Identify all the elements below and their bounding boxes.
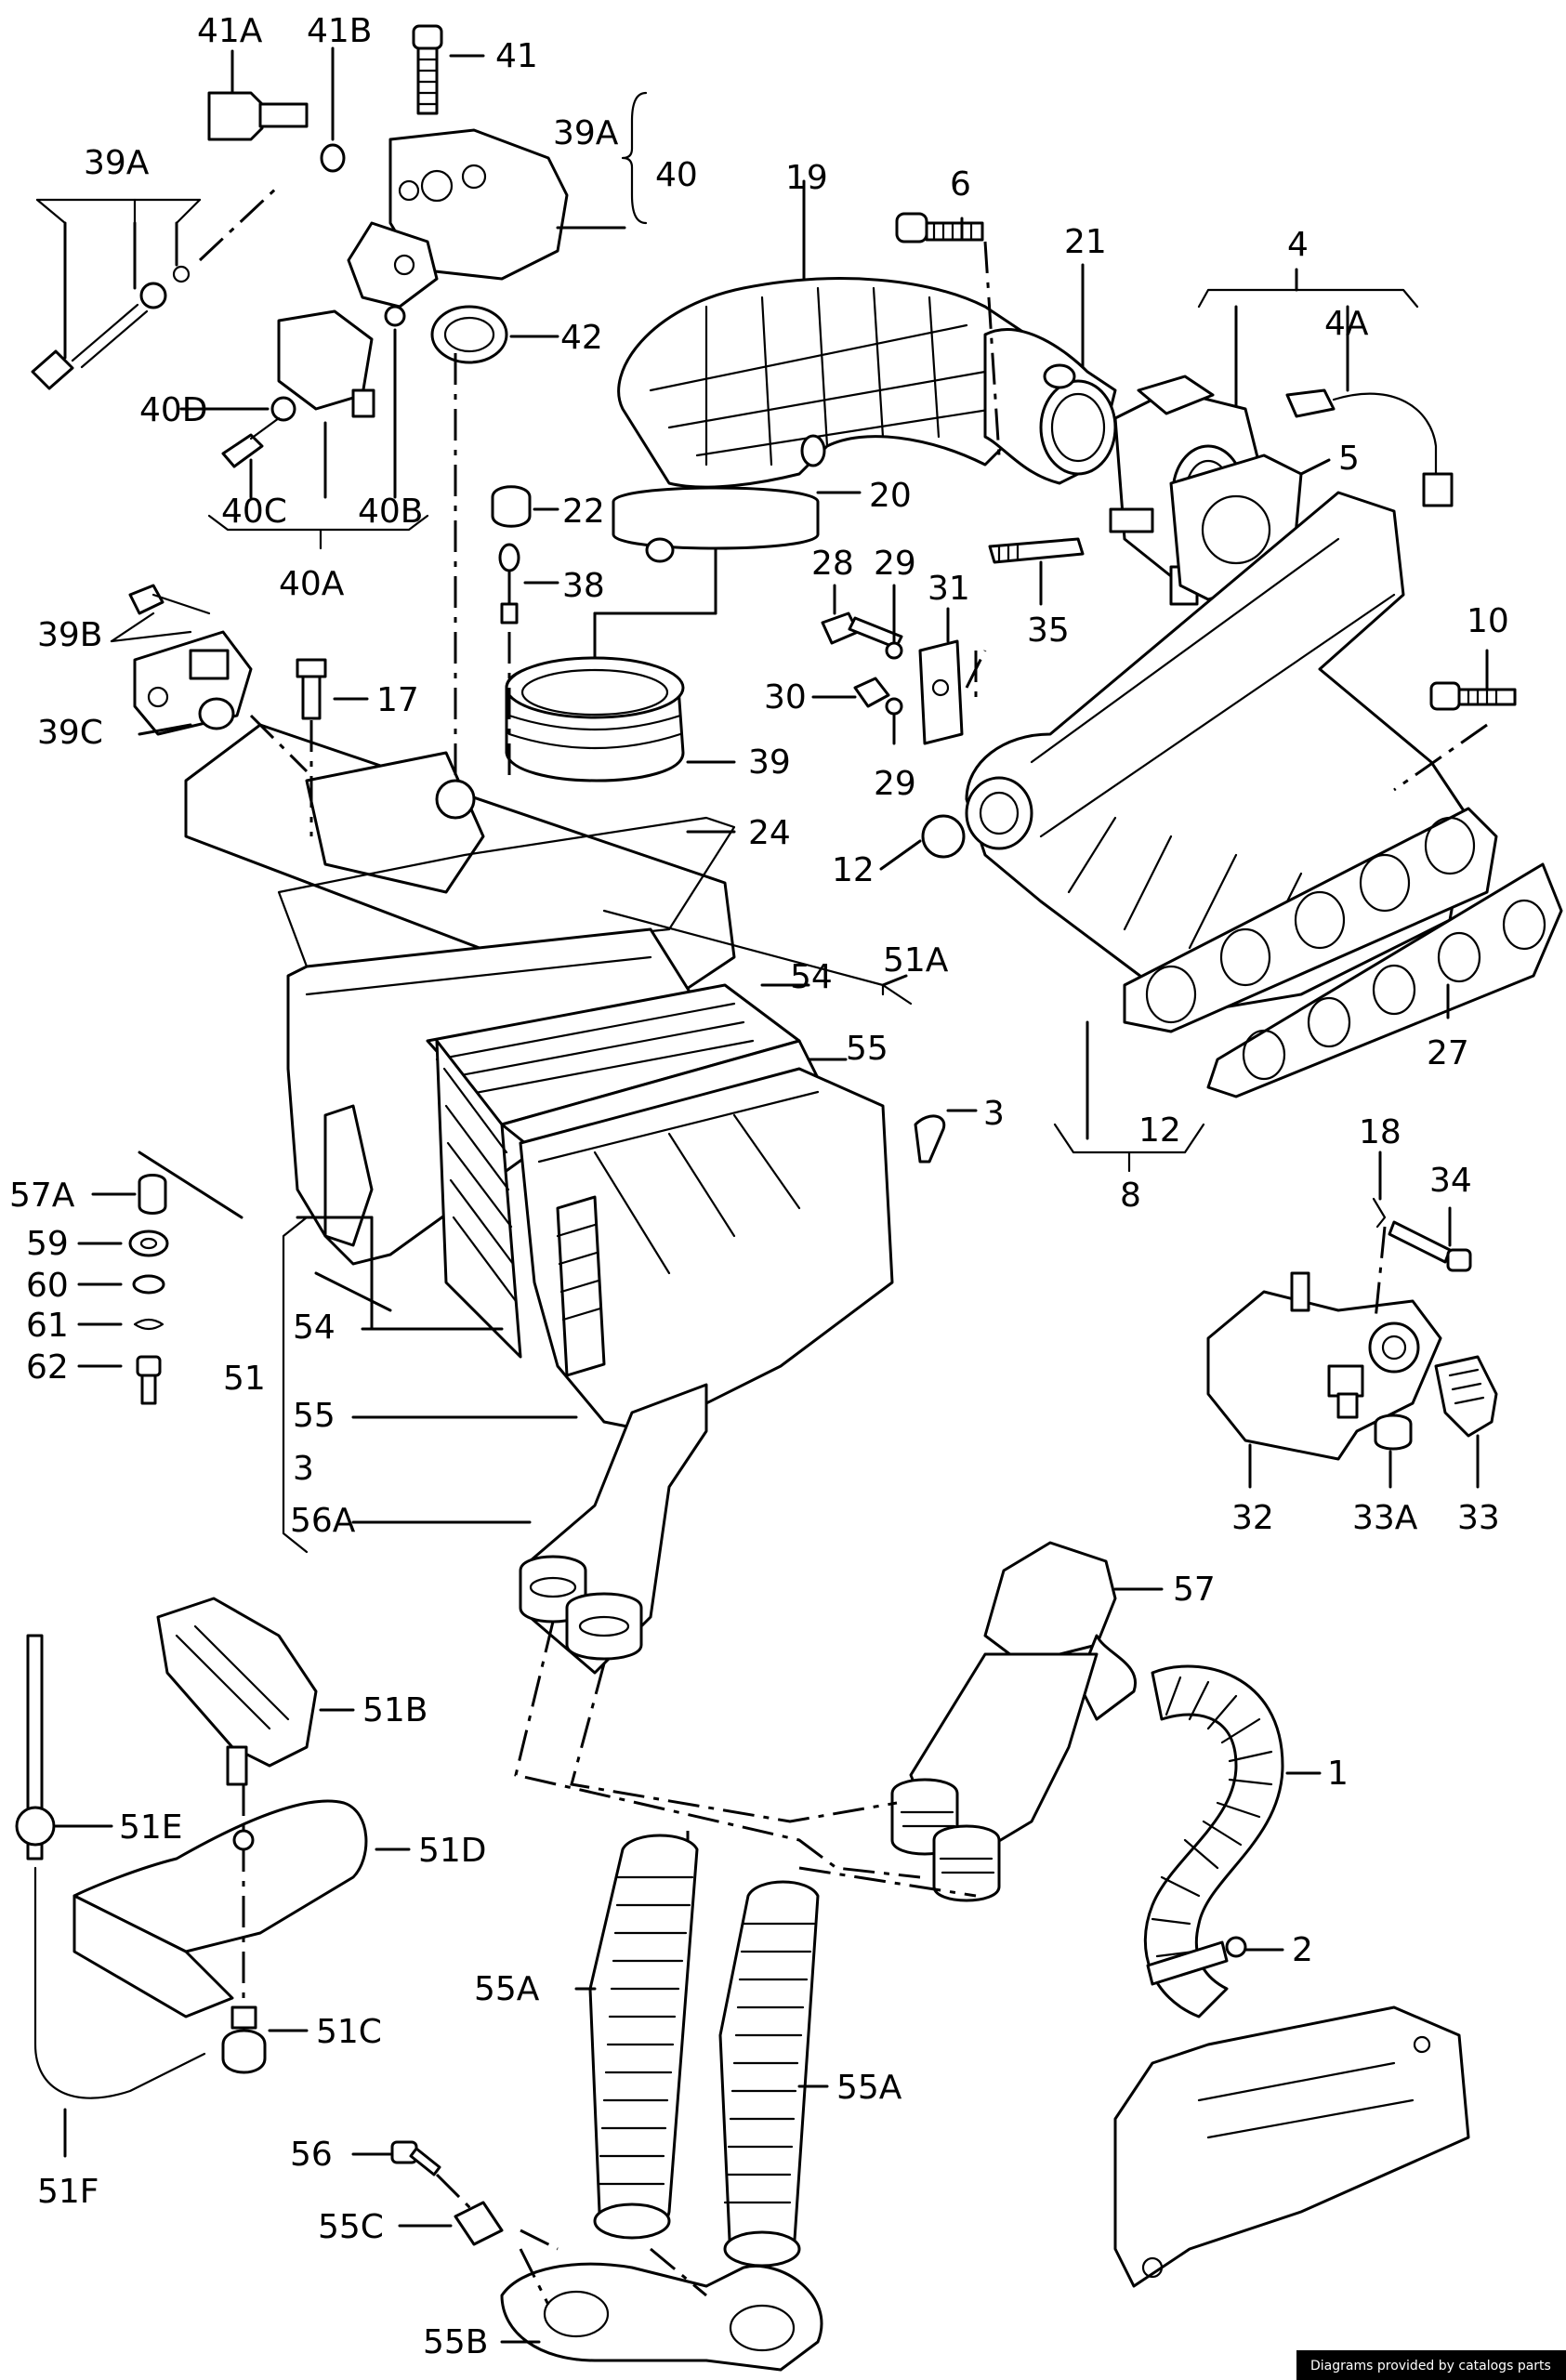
label-41A: 41A — [197, 12, 263, 50]
label-35: 35 — [1027, 611, 1070, 650]
label-10: 10 — [1467, 602, 1509, 640]
label-4A: 4A — [1324, 305, 1369, 343]
label-51B: 51B — [362, 1691, 428, 1729]
label-6: 6 — [950, 165, 971, 204]
label-40: 40 — [655, 156, 698, 194]
label-55A-a: 55A — [474, 1970, 540, 2008]
label-30: 30 — [764, 678, 807, 717]
label-51D: 51D — [418, 1832, 487, 1870]
label-39: 39 — [748, 743, 791, 782]
label-51A: 51A — [883, 941, 949, 980]
intake-manifold-8 — [879, 491, 1563, 1173]
sensor-group-41 — [31, 24, 648, 550]
label-55b: 55 — [293, 1397, 336, 1435]
label-2: 2 — [1292, 1931, 1313, 1969]
label-29b: 29 — [874, 765, 916, 803]
label-51E: 51E — [119, 1808, 183, 1847]
label-3b: 3 — [293, 1450, 314, 1488]
label-55C: 55C — [318, 2208, 384, 2246]
label-3a: 3 — [983, 1095, 1005, 1133]
label-62: 62 — [26, 1348, 69, 1387]
label-5: 5 — [1338, 440, 1360, 478]
label-59: 59 — [26, 1225, 69, 1263]
label-51F: 51F — [37, 2173, 99, 2211]
label-39A-top: 39A — [553, 114, 619, 152]
label-41B: 41B — [307, 12, 373, 50]
label-8: 8 — [1120, 1177, 1141, 1215]
air-filter-lower — [138, 909, 978, 1675]
label-20: 20 — [869, 477, 912, 515]
breather-hose-57 — [890, 1541, 1470, 2288]
label-4: 4 — [1287, 226, 1309, 264]
label-19: 19 — [785, 159, 828, 197]
intake-hose-19 — [612, 179, 1117, 563]
label-61: 61 — [26, 1307, 69, 1345]
label-12b: 12 — [1138, 1111, 1181, 1150]
label-60: 60 — [26, 1267, 69, 1305]
idle-air-control-32 — [1206, 1151, 1498, 1489]
label-18: 18 — [1359, 1113, 1402, 1151]
snorkel-55A — [351, 1834, 829, 2372]
label-57A: 57A — [9, 1177, 75, 1215]
label-56: 56 — [290, 2136, 333, 2174]
label-1: 1 — [1327, 1755, 1349, 1793]
credit-text: Diagrams provided by catalogs parts — [1310, 2359, 1551, 2373]
label-41: 41 — [495, 37, 538, 75]
label-51: 51 — [223, 1360, 266, 1398]
label-40B: 40B — [358, 493, 424, 531]
label-40C: 40C — [221, 493, 287, 531]
label-12a: 12 — [832, 851, 875, 889]
label-42: 42 — [560, 319, 603, 357]
part-labels: 41A 41B 41 39A 40 39A 42 40D 40C 40B 40A… — [9, 12, 1509, 2361]
label-24: 24 — [748, 814, 791, 852]
label-56A: 56A — [290, 1502, 356, 1540]
label-55a: 55 — [846, 1030, 888, 1068]
label-22: 22 — [562, 493, 605, 531]
label-51C: 51C — [316, 2013, 382, 2051]
label-54b: 54 — [293, 1308, 336, 1347]
label-21: 21 — [1064, 223, 1107, 261]
label-17: 17 — [376, 681, 419, 719]
label-40A: 40A — [279, 565, 345, 603]
label-57: 57 — [1173, 1571, 1216, 1609]
drain-parts-51 — [15, 1597, 411, 2158]
label-29a: 29 — [874, 545, 916, 583]
credit-badge: Diagrams provided by catalogs parts — [1296, 2350, 1566, 2380]
label-39C: 39C — [37, 714, 103, 752]
label-40D: 40D — [139, 391, 208, 429]
label-33: 33 — [1457, 1499, 1500, 1537]
small-parts-left — [77, 1174, 169, 1405]
bolt-6 — [895, 212, 1001, 456]
label-27: 27 — [1427, 1034, 1469, 1072]
bracket-31 — [811, 584, 987, 745]
air-filter-upper — [110, 353, 736, 1015]
label-54a: 54 — [790, 958, 833, 996]
label-31: 31 — [928, 570, 970, 608]
label-55B: 55B — [423, 2323, 489, 2361]
label-28: 28 — [811, 545, 854, 583]
label-34: 34 — [1429, 1162, 1472, 1200]
label-32: 32 — [1231, 1499, 1274, 1537]
label-39B: 39B — [37, 616, 103, 654]
label-55A-b: 55A — [836, 2069, 902, 2107]
label-39A: 39A — [84, 144, 150, 182]
label-38: 38 — [562, 567, 605, 605]
label-33A: 33A — [1352, 1499, 1418, 1537]
